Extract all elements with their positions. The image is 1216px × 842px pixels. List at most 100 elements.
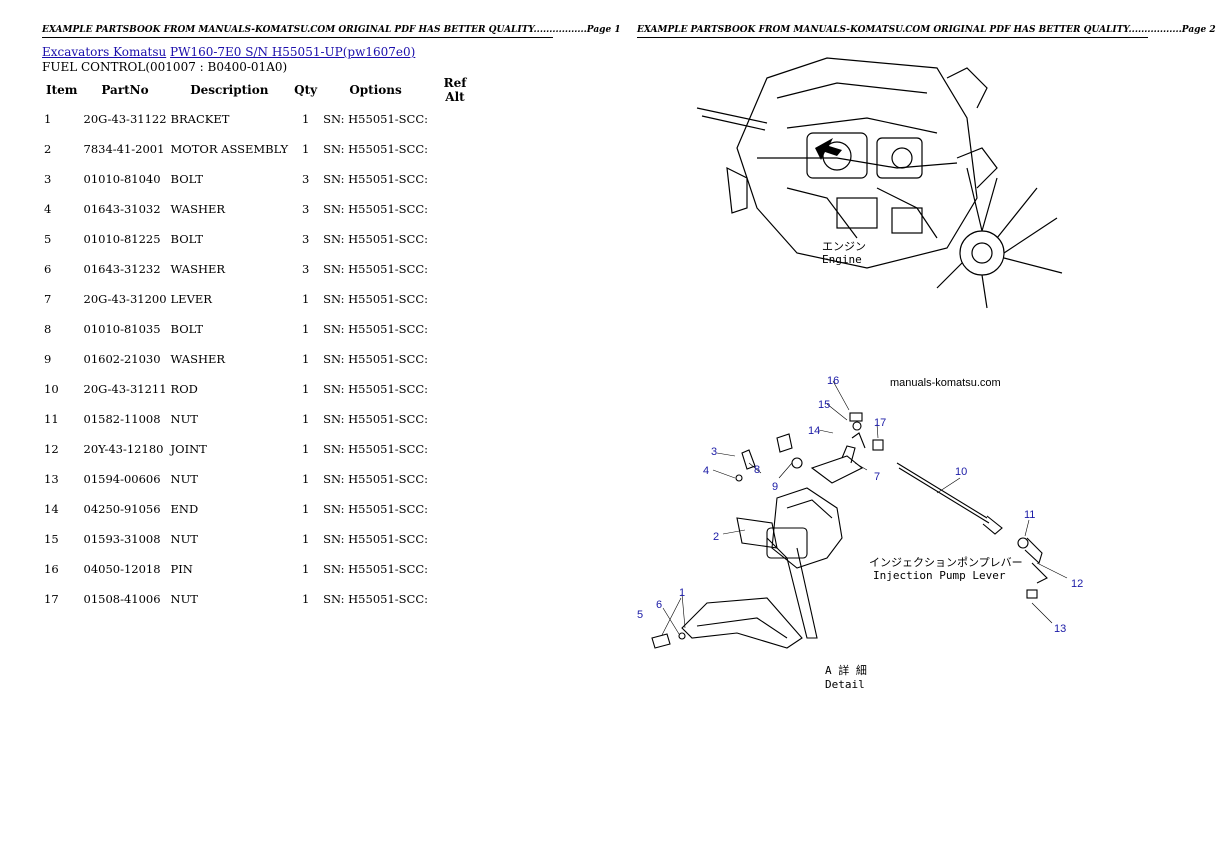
cell-opt: SN: H55051-SCC: [323,351,429,366]
watermark-text: manuals-komatsu.com [890,377,1001,389]
cell-part: 01643-31232 [83,262,161,276]
cell-part: 01010-81225 [83,232,161,246]
col-header-options: Options [349,83,402,97]
cell-opt: SN: H55051-SCC: [323,171,429,186]
cell-part: 20G-43-31211 [83,382,167,396]
cell-item: 7 [44,292,52,306]
callout-14: 14 [808,425,820,437]
cell-item: 1 [44,112,52,126]
breadcrumb-link-category[interactable]: Excavators Komatsu [42,45,167,59]
cell-ref [430,494,480,524]
cell-desc: ROD [170,382,198,396]
cell-item: 14 [44,502,59,516]
cell-item: 4 [44,202,52,216]
cell-ref [430,584,480,614]
cell-desc: MOTOR ASSEMBLY [170,142,289,156]
cell-qty: 1 [301,352,310,366]
cell-qty: 3 [301,232,310,246]
cell-opt: SN: H55051-SCC: [323,141,429,156]
cell-ref [430,284,480,314]
cell-qty: 3 [301,202,310,216]
breadcrumb: Excavators Komatsu PW160-7E0 S/N H55051-… [42,45,415,59]
cell-item: 15 [44,532,59,546]
cell-part: 01593-31008 [83,532,161,546]
callout-12: 12 [1071,578,1083,590]
breadcrumb-link-model[interactable]: PW160-7E0 S/N H55051-UP(pw1607e0) [170,45,416,59]
col-header-item: Item [46,83,78,97]
cell-ref [430,164,480,194]
cell-desc: LEVER [170,292,212,306]
cell-ref [430,434,480,464]
cell-part: 01508-41006 [83,592,161,606]
cell-qty: 1 [301,472,310,486]
cell-qty: 1 [301,532,310,546]
cell-part: 20Y-43-12180 [83,442,164,456]
callout-8: 8 [754,464,760,476]
callout-15: 15 [818,399,830,411]
cell-opt: SN: H55051-SCC: [323,591,429,606]
callout-5: 5 [637,609,643,621]
cell-desc: JOINT [170,442,207,456]
detail-label-en: Detail [825,678,865,691]
cell-desc: BOLT [170,172,203,186]
cell-opt: SN: H55051-SCC: [323,261,429,276]
cell-part: 01594-00606 [83,472,161,486]
cell-opt: SN: H55051-SCC: [323,291,429,306]
cell-qty: 1 [301,142,310,156]
cell-qty: 1 [301,502,310,516]
callout-3: 3 [711,446,717,458]
cell-item: 5 [44,232,52,246]
cell-part: 01602-21030 [83,352,161,366]
cell-qty: 1 [301,562,310,576]
cell-part: 01643-31032 [83,202,161,216]
cell-ref [430,224,480,254]
callout-17: 17 [874,417,886,429]
cell-part: 01010-81035 [83,322,161,336]
cell-item: 10 [44,382,59,396]
detail-label-jp: A 詳 細 [825,663,867,677]
callout-10: 10 [955,466,967,478]
cell-opt: SN: H55051-SCC: [323,501,429,516]
cell-opt: SN: H55051-SCC: [323,231,429,246]
callout-16: 16 [827,375,839,387]
cell-qty: 1 [301,442,310,456]
cell-part: 04250-91056 [83,502,161,516]
cell-qty: 1 [301,322,310,336]
cell-part: 01010-81040 [83,172,161,186]
col-header-qty: Qty [294,83,318,97]
fuel-control-diagram: エンジン Engine manuals-komatsu.com [637,57,1083,691]
cell-opt: SN: H55051-SCC: [323,111,429,126]
cell-desc: WASHER [170,262,226,276]
cell-ref [430,314,480,344]
cell-item: 17 [44,592,59,606]
callout-11: 11 [1024,509,1035,521]
pump-lever-label-en: Injection Pump Lever [873,569,1006,582]
cell-opt: SN: H55051-SCC: [323,411,429,426]
cell-ref [430,464,480,494]
cell-opt: SN: H55051-SCC: [323,381,429,396]
cell-item: 6 [44,262,52,276]
cell-item: 13 [44,472,59,486]
table-header-row: Item PartNo Description Qty Options Ref … [42,76,480,104]
cell-ref [430,344,480,374]
cell-desc: BRACKET [170,112,230,126]
callout-7: 7 [874,471,880,483]
engine-label-en: Engine [822,253,862,266]
col-header-description: Description [190,83,269,97]
cell-ref [430,404,480,434]
cell-desc: NUT [170,592,198,606]
pump-lever-label-jp: インジェクションポンプレバー [869,556,1023,569]
cell-ref [430,554,480,584]
col-header-partno: PartNo [101,83,149,97]
cell-desc: NUT [170,532,198,546]
cell-ref [430,134,480,164]
cell-desc: WASHER [170,202,226,216]
